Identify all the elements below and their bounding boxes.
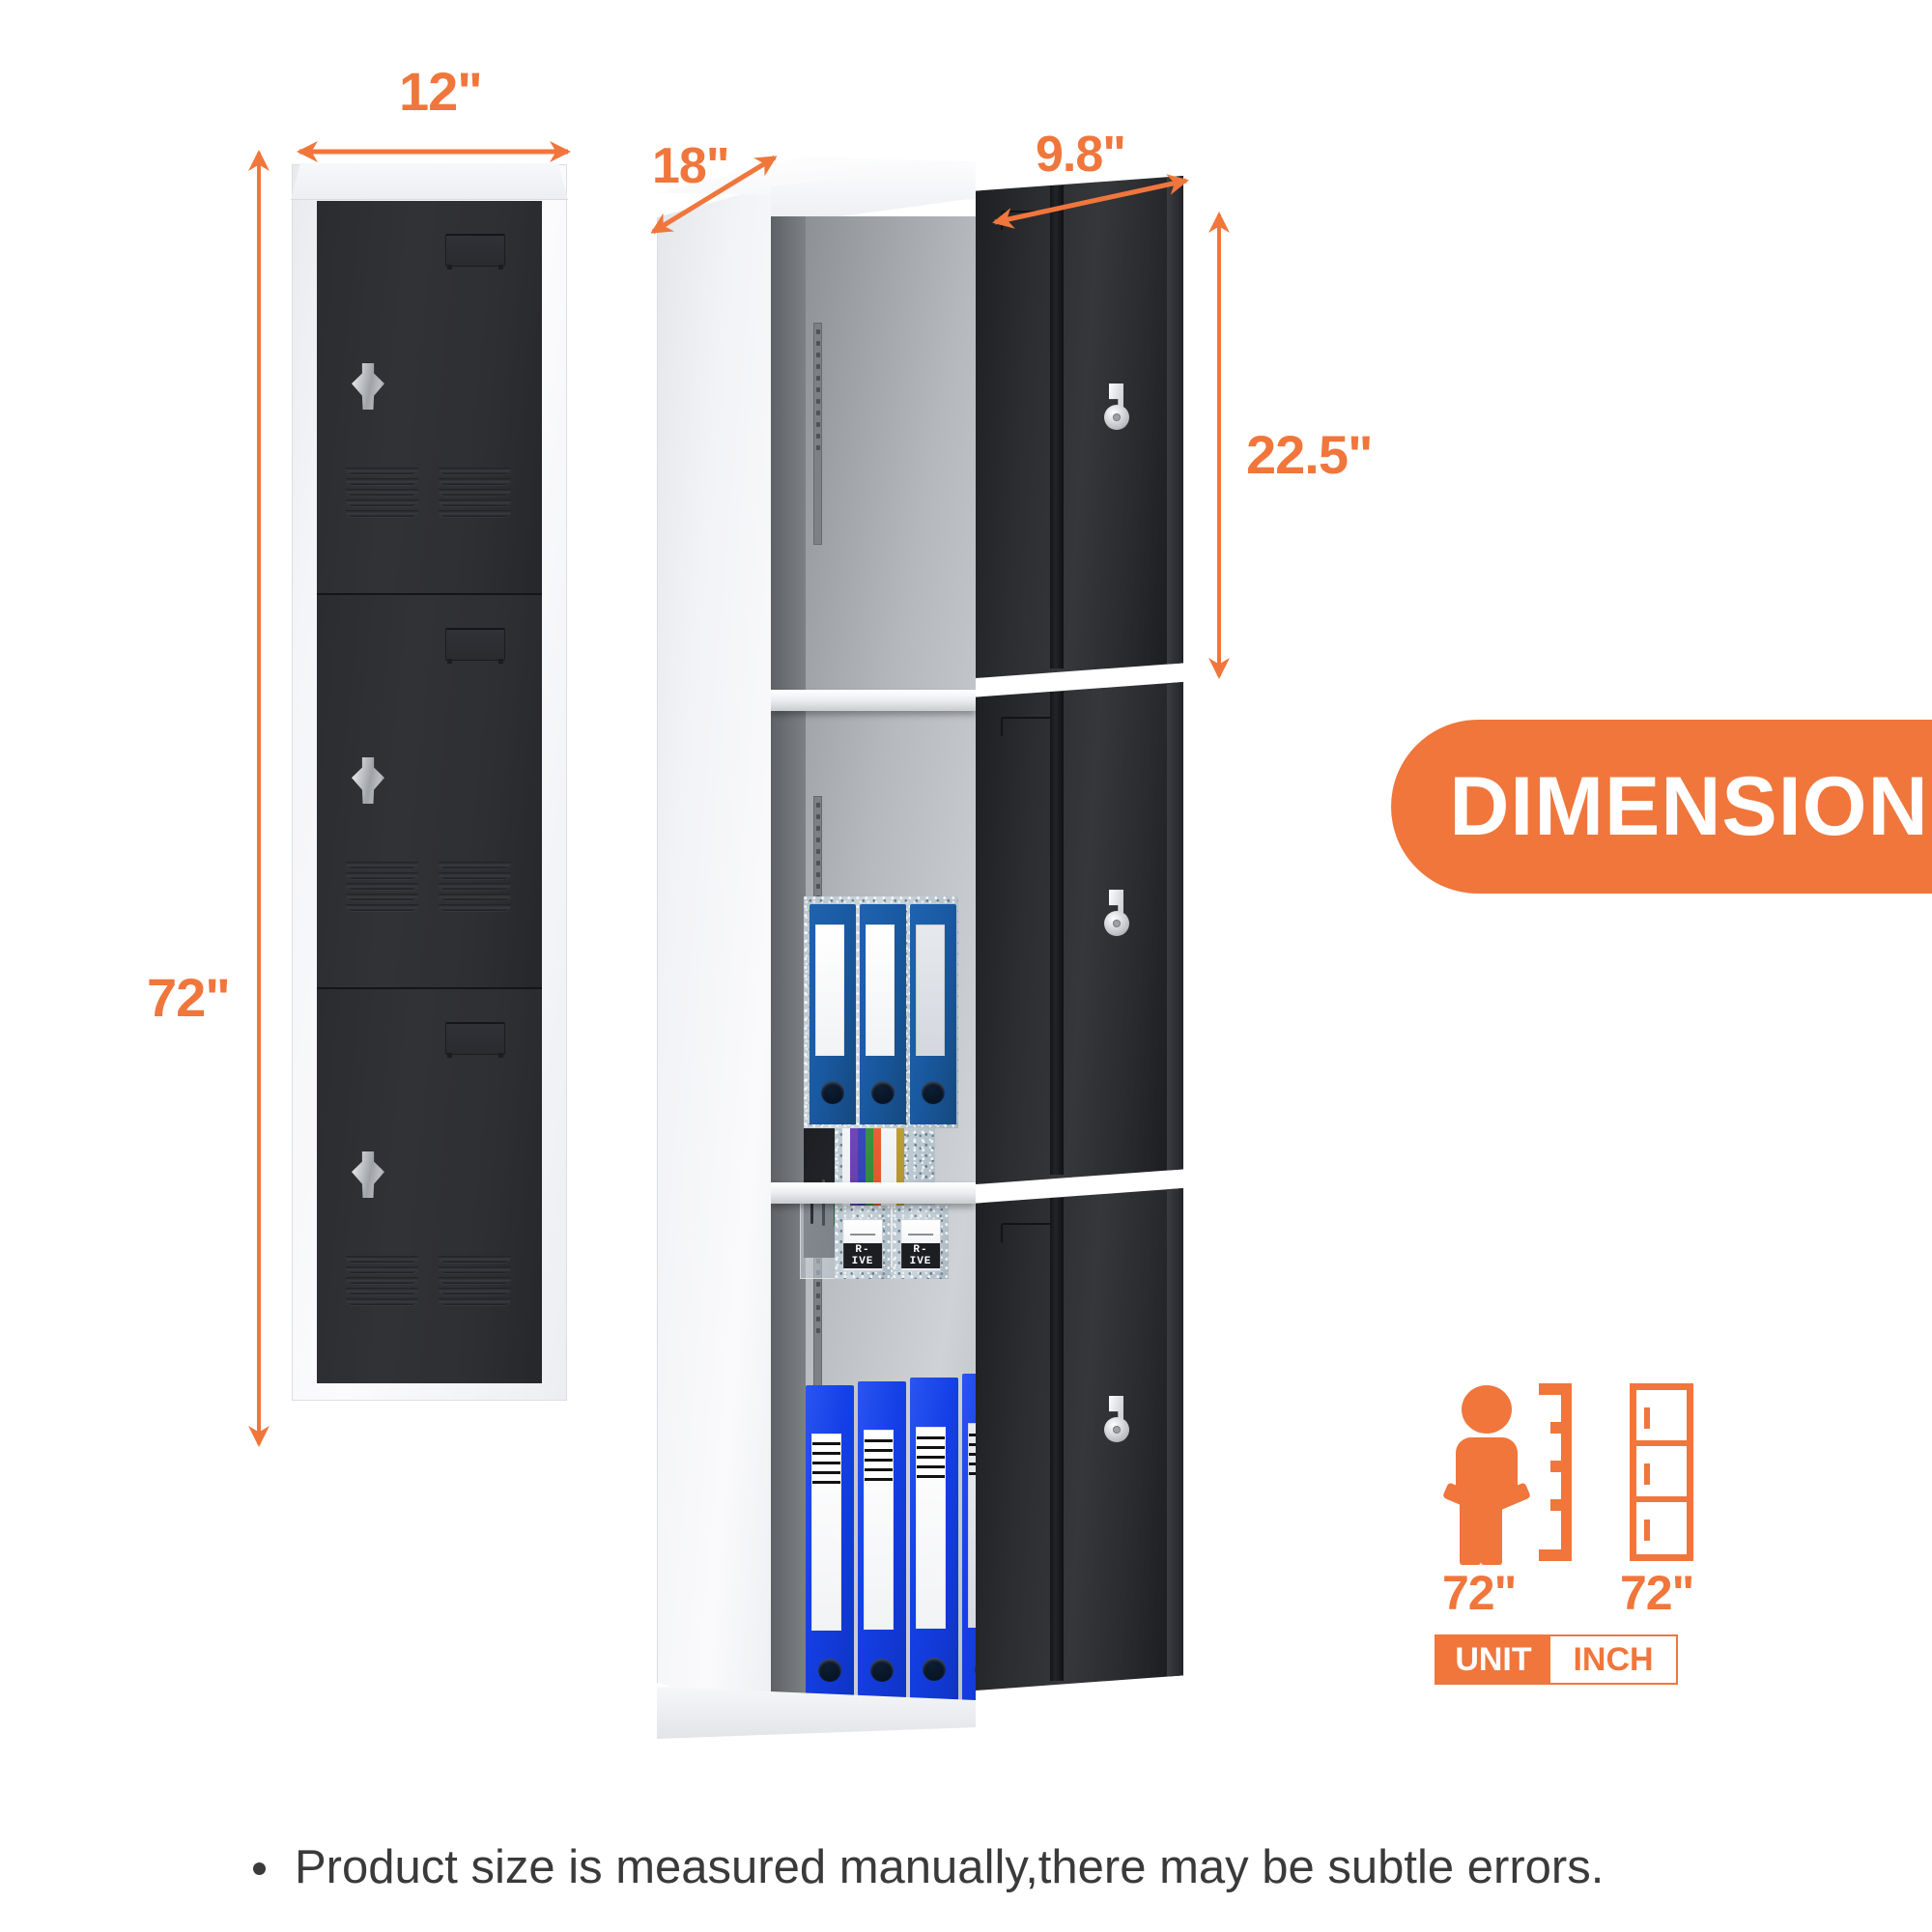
closed-locker-top-cap — [291, 163, 568, 200]
open-door-3[interactable] — [976, 1188, 1183, 1690]
binder-rule-lines — [812, 1442, 840, 1491]
magazine-file-label: R-IVE — [900, 1219, 941, 1271]
binder-rule-lines — [865, 1439, 893, 1488]
door-edge — [1167, 682, 1183, 1184]
magazine-file: R-IVE — [893, 1206, 949, 1279]
magazine-file-tag: R-IVE — [843, 1243, 882, 1268]
card-slot-icon — [1000, 211, 1053, 231]
vent-slots-right — [439, 862, 511, 920]
vent-slots-left — [346, 1256, 418, 1314]
closed-locker-door-stack — [317, 201, 542, 1383]
ruler-icon — [1539, 1383, 1572, 1561]
binder-finger-hole — [923, 1658, 946, 1682]
door-edge — [1167, 1188, 1183, 1690]
door-groove — [1050, 185, 1065, 668]
lever-arch-binder — [962, 1374, 976, 1704]
binder-spine-label — [865, 923, 895, 1057]
vent-slots-right — [439, 1256, 511, 1314]
shelf-lower — [771, 1182, 976, 1204]
card-slot-icon — [1000, 717, 1053, 737]
legend-person-value: 72" — [1442, 1566, 1517, 1620]
shelf-upper — [771, 690, 976, 711]
lever-arch-binder — [858, 1381, 906, 1704]
bullet-icon — [253, 1862, 266, 1875]
open-locker-interior: R-IVE R-IVE — [771, 216, 976, 1704]
hex-handle-icon — [352, 757, 384, 804]
dimension-badge: DIMENSION — [1391, 720, 1932, 894]
binder-finger-hole — [975, 1658, 976, 1682]
door-edge — [1167, 176, 1183, 678]
card-holder-icon — [445, 1022, 505, 1058]
magazine-file-label: R-IVE — [842, 1219, 883, 1271]
shelf-peg-strip — [813, 323, 822, 545]
legend-icon-row — [1415, 1372, 1734, 1565]
interior-left-wall — [771, 216, 806, 1704]
binder-spine-label — [811, 1433, 841, 1632]
binder-finger-hole — [922, 1081, 945, 1105]
binder-spine-label — [864, 1430, 894, 1631]
locker-outline-icon — [1630, 1383, 1693, 1561]
dimension-label-depth: 18" — [652, 138, 729, 194]
open-door-1[interactable] — [976, 176, 1183, 678]
dimension-label-door-width: 9.8" — [1036, 127, 1126, 183]
padlock-hasp-icon[interactable] — [1104, 890, 1129, 936]
unit-label: UNIT — [1436, 1636, 1550, 1683]
binder-spine-label — [916, 1426, 946, 1630]
dimension-badge-label: DIMENSION — [1449, 759, 1929, 853]
scale-legend: 72" 72" UNIT INCH — [1415, 1372, 1734, 1685]
binder-spine-label — [915, 923, 945, 1057]
unit-value[interactable]: INCH — [1550, 1636, 1676, 1683]
binder-finger-hole — [870, 1658, 894, 1682]
open-locker-product-image: R-IVE R-IVE — [657, 145, 1198, 1748]
closed-locker-door-1 — [317, 201, 542, 595]
binder-finger-hole — [821, 1081, 844, 1105]
dimension-label-compartment: 22.5" — [1246, 424, 1374, 485]
door-groove — [1050, 1198, 1065, 1681]
unit-toggle-badge[interactable]: UNIT INCH — [1435, 1634, 1678, 1685]
hex-handle-icon — [352, 363, 384, 410]
vent-slots-left — [346, 862, 418, 920]
pen — [810, 1185, 813, 1224]
binder-rule-lines — [917, 1435, 945, 1485]
binder-finger-hole — [871, 1081, 895, 1105]
vent-slots-right — [439, 468, 511, 526]
ring-binder — [810, 904, 856, 1124]
colored-folder-stack — [842, 1061, 927, 1267]
vent-slots-left — [346, 468, 418, 526]
dimension-label-width: 12" — [399, 61, 483, 122]
legend-value-row: 72" 72" — [1415, 1565, 1734, 1629]
card-holder-icon — [445, 234, 505, 270]
closed-locker-door-2 — [317, 595, 542, 989]
magazine-file: R-IVE — [835, 1206, 891, 1279]
binder-spine-label — [968, 1423, 976, 1629]
open-door-2[interactable] — [976, 682, 1183, 1184]
magazine-file-tag: R-IVE — [901, 1243, 940, 1268]
footer-note: Product size is measured manually,there … — [253, 1840, 1702, 1894]
hex-handle-icon — [352, 1151, 384, 1198]
closed-locker-door-3 — [317, 989, 542, 1383]
ring-binder — [860, 904, 906, 1124]
footer-note-text: Product size is measured manually,there … — [295, 1841, 1605, 1893]
person-height-icon — [1435, 1385, 1531, 1565]
ring-binder — [910, 904, 956, 1124]
binder-finger-hole — [818, 1658, 841, 1682]
lever-arch-binder — [806, 1385, 854, 1704]
padlock-hasp-icon[interactable] — [1104, 1396, 1129, 1442]
padlock-hasp-icon[interactable] — [1104, 384, 1129, 430]
card-holder-icon — [445, 628, 505, 664]
door-groove — [1050, 692, 1065, 1175]
legend-locker-value: 72" — [1620, 1566, 1694, 1620]
binder-rule-lines — [969, 1433, 976, 1482]
lever-arch-binder — [910, 1378, 958, 1704]
binder-spine-label — [814, 923, 844, 1057]
closed-locker-product-image — [291, 163, 568, 1401]
dimension-label-height: 72" — [147, 967, 231, 1028]
open-locker-side-panel — [657, 184, 781, 1719]
card-slot-icon — [1000, 1223, 1053, 1243]
